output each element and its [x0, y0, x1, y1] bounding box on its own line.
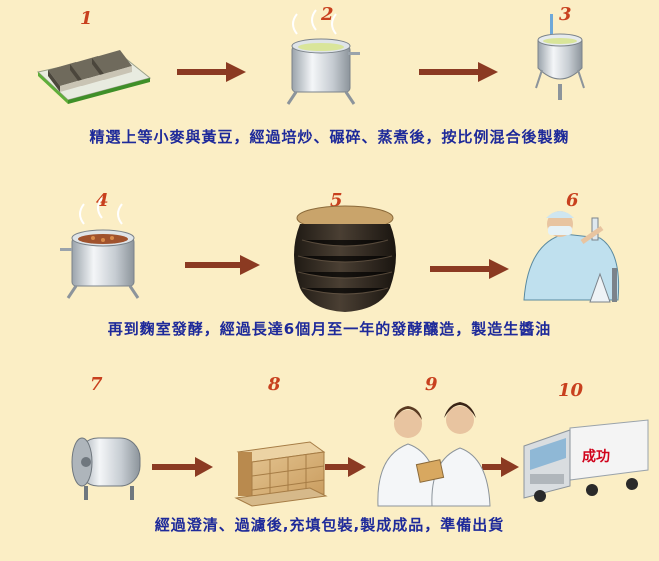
arrow-4-5 — [185, 255, 260, 275]
step-number-2: 2 — [321, 4, 334, 25]
arrow-9-10 — [482, 457, 519, 477]
caption-row-2: 再到麴室發酵，經過長達6個月至一年的發酵釀造，製造生醬油 — [107, 320, 552, 338]
step-number-10: 10 — [558, 380, 584, 401]
arrow-7-8 — [152, 457, 213, 477]
step-number-9: 9 — [425, 374, 438, 395]
storage-tank-icon — [71, 437, 141, 500]
step-number-7: 7 — [90, 374, 103, 395]
koji-pot-icon — [60, 197, 140, 299]
grain-factory-icon — [36, 50, 152, 104]
step-number-1: 1 — [80, 8, 93, 29]
mixing-tank-icon — [535, 14, 585, 100]
step-number-8: 8 — [268, 374, 281, 395]
fermentation-jar-icon — [294, 205, 396, 312]
caption-row-1: 精選上等小麥與黃豆，經過培炒、碾碎、蒸煮後，按比例混合後製麴 — [89, 128, 570, 146]
arrow-8-9 — [325, 457, 366, 477]
inspectors-icon — [377, 402, 491, 507]
carton-pallet-icon — [234, 441, 328, 507]
arrow-5-6 — [430, 259, 509, 279]
truck-label: 成功 — [582, 448, 610, 465]
arrow-2-3 — [419, 62, 498, 82]
steamer-pot-icon — [286, 9, 360, 105]
arrow-1-2 — [177, 62, 246, 82]
lab-scientist-icon — [523, 211, 620, 303]
caption-row-3: 經過澄清、過濾後,充填包裝,製成成品，準備出貨 — [154, 516, 505, 534]
step-number-3: 3 — [559, 4, 572, 25]
delivery-truck-icon: 成功 — [523, 419, 649, 502]
step-number-6: 6 — [566, 190, 579, 211]
